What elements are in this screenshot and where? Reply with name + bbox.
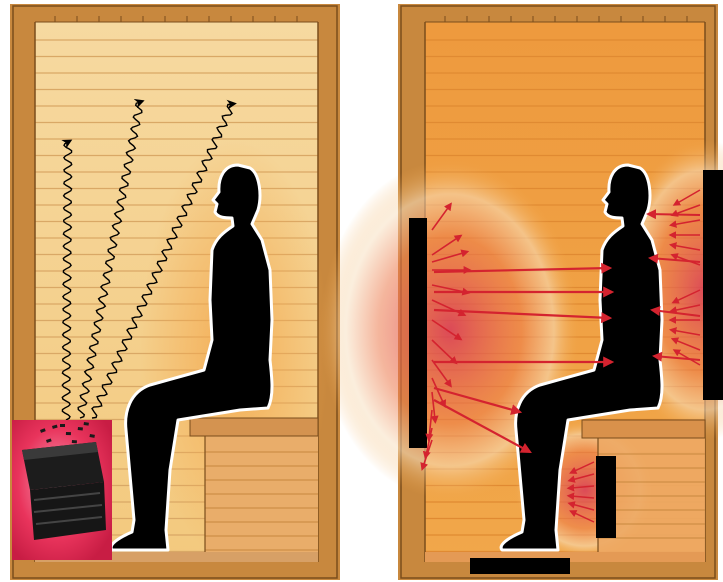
- ir-emitter-side-wall: [703, 170, 723, 400]
- left-bench: [190, 418, 318, 562]
- right-sauna-panel: [320, 4, 723, 580]
- stove-heater-icon: [12, 420, 112, 560]
- ir-emitter-floor: [470, 558, 570, 574]
- left-sauna-panel: [10, 4, 340, 580]
- ir-emitter-back-wall: [409, 218, 427, 448]
- ir-emitter-bench: [596, 456, 616, 538]
